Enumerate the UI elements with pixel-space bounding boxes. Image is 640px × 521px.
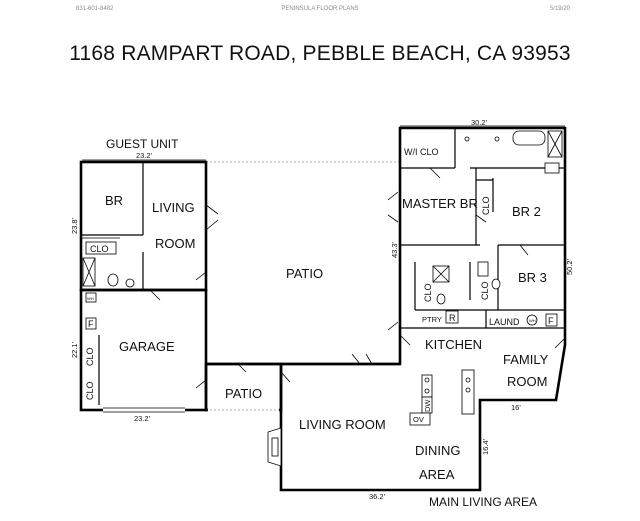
guest-door-swing: [205, 204, 219, 231]
guest-living-label: LIVING: [152, 200, 195, 215]
area-label: AREA: [419, 467, 455, 482]
patios: PATIO PATIO: [204, 161, 400, 412]
family-width-dim: 16': [511, 403, 521, 412]
guest-closet: [85, 241, 117, 255]
garage-closet-1: CLO: [85, 347, 95, 366]
main-side-dim: 43.3': [390, 241, 399, 258]
dishwasher-label: DW: [423, 399, 432, 412]
washer: [526, 314, 538, 326]
header-company: PENINSULA FLOOR PLANS: [281, 6, 359, 12]
garage-width-dim: 23.2': [134, 414, 151, 423]
fridge: [445, 310, 459, 324]
fridge-label: R: [449, 313, 456, 323]
laund-furnace: [545, 313, 558, 327]
guest-toilet-icon: [107, 273, 119, 287]
header-date: 5/19/20: [549, 6, 570, 12]
family-room-label: ROOM: [507, 374, 547, 389]
master-closet-label: CLO: [481, 196, 491, 215]
garage-depth-dim: 22.1': [70, 341, 79, 358]
guest-depth-dim: 23.8': [70, 217, 79, 234]
bath2-toilet-icon: [436, 293, 446, 305]
garage-furnace: [85, 317, 97, 330]
living-room-label: LIVING ROOM: [299, 417, 386, 432]
guest-unit-title: GUEST UNIT: [106, 137, 179, 151]
guest-unit: GUEST UNIT 23.2' 23.8' CLO BR LIVING ROO…: [70, 137, 219, 292]
water-heater-label: WH: [87, 296, 94, 301]
family-label: FAMILY: [503, 352, 549, 367]
bathtub: [512, 130, 546, 146]
laund-furnace-label: F: [548, 316, 554, 326]
property-address: 1168 RAMPART ROAD, PEBBLE BEACH, CA 9395…: [69, 42, 571, 65]
dining-label: DINING: [415, 443, 461, 458]
guest-room-label: ROOM: [155, 236, 195, 251]
header-phone: 831-601-8482: [76, 6, 114, 12]
laundry-label: LAUND: [489, 317, 520, 327]
br3-closet-1-label: CLO: [423, 283, 433, 302]
washer-label: WH: [529, 318, 536, 323]
main-living-area-title: MAIN LIVING AREA: [429, 495, 537, 509]
main-house: 30.2' 43.3' 50.2' 16' 16.4' 36.2' MAIN L…: [267, 118, 574, 509]
garage-furnace-label: F: [88, 319, 94, 329]
br3-closet-2-label: CLO: [480, 281, 490, 300]
oven-label: OV: [413, 415, 424, 424]
dining-depth-dim: 16.4': [481, 438, 490, 455]
patio-main-label: PATIO: [286, 266, 323, 281]
guest-br-label: BR: [105, 193, 123, 208]
garage-door-swing: [149, 289, 161, 301]
garage: 23.2' 22.1' GARAGE WH F CLO CLO: [70, 288, 208, 423]
water-heater: [85, 292, 97, 303]
pantry-label: PTRY: [422, 315, 442, 324]
kitchen-label: KITCHEN: [425, 337, 482, 352]
bath3-toilet-icon: [491, 278, 501, 290]
guest-closet-label: CLO: [90, 244, 109, 254]
main-right-dim: 50.2': [565, 258, 574, 275]
garage-closet-2: CLO: [85, 381, 95, 400]
br2-label: BR 2: [512, 204, 541, 219]
wi-closet-label: W/I CLO: [404, 147, 439, 157]
main-top-dim: 30.2': [471, 118, 488, 127]
master-toilet-icon: [544, 162, 560, 174]
patio-small-label: PATIO: [225, 386, 262, 401]
garage-label: GARAGE: [119, 339, 175, 354]
br3-label: BR 3: [518, 270, 547, 285]
main-bottom-dim: 36.2': [369, 492, 386, 501]
guest-width-dim: 23.2': [136, 151, 153, 160]
oven: [409, 412, 431, 426]
master-br-label: MASTER BR: [402, 196, 478, 211]
guest-sink-icon: [125, 278, 135, 288]
main-house-walls: [279, 126, 567, 492]
